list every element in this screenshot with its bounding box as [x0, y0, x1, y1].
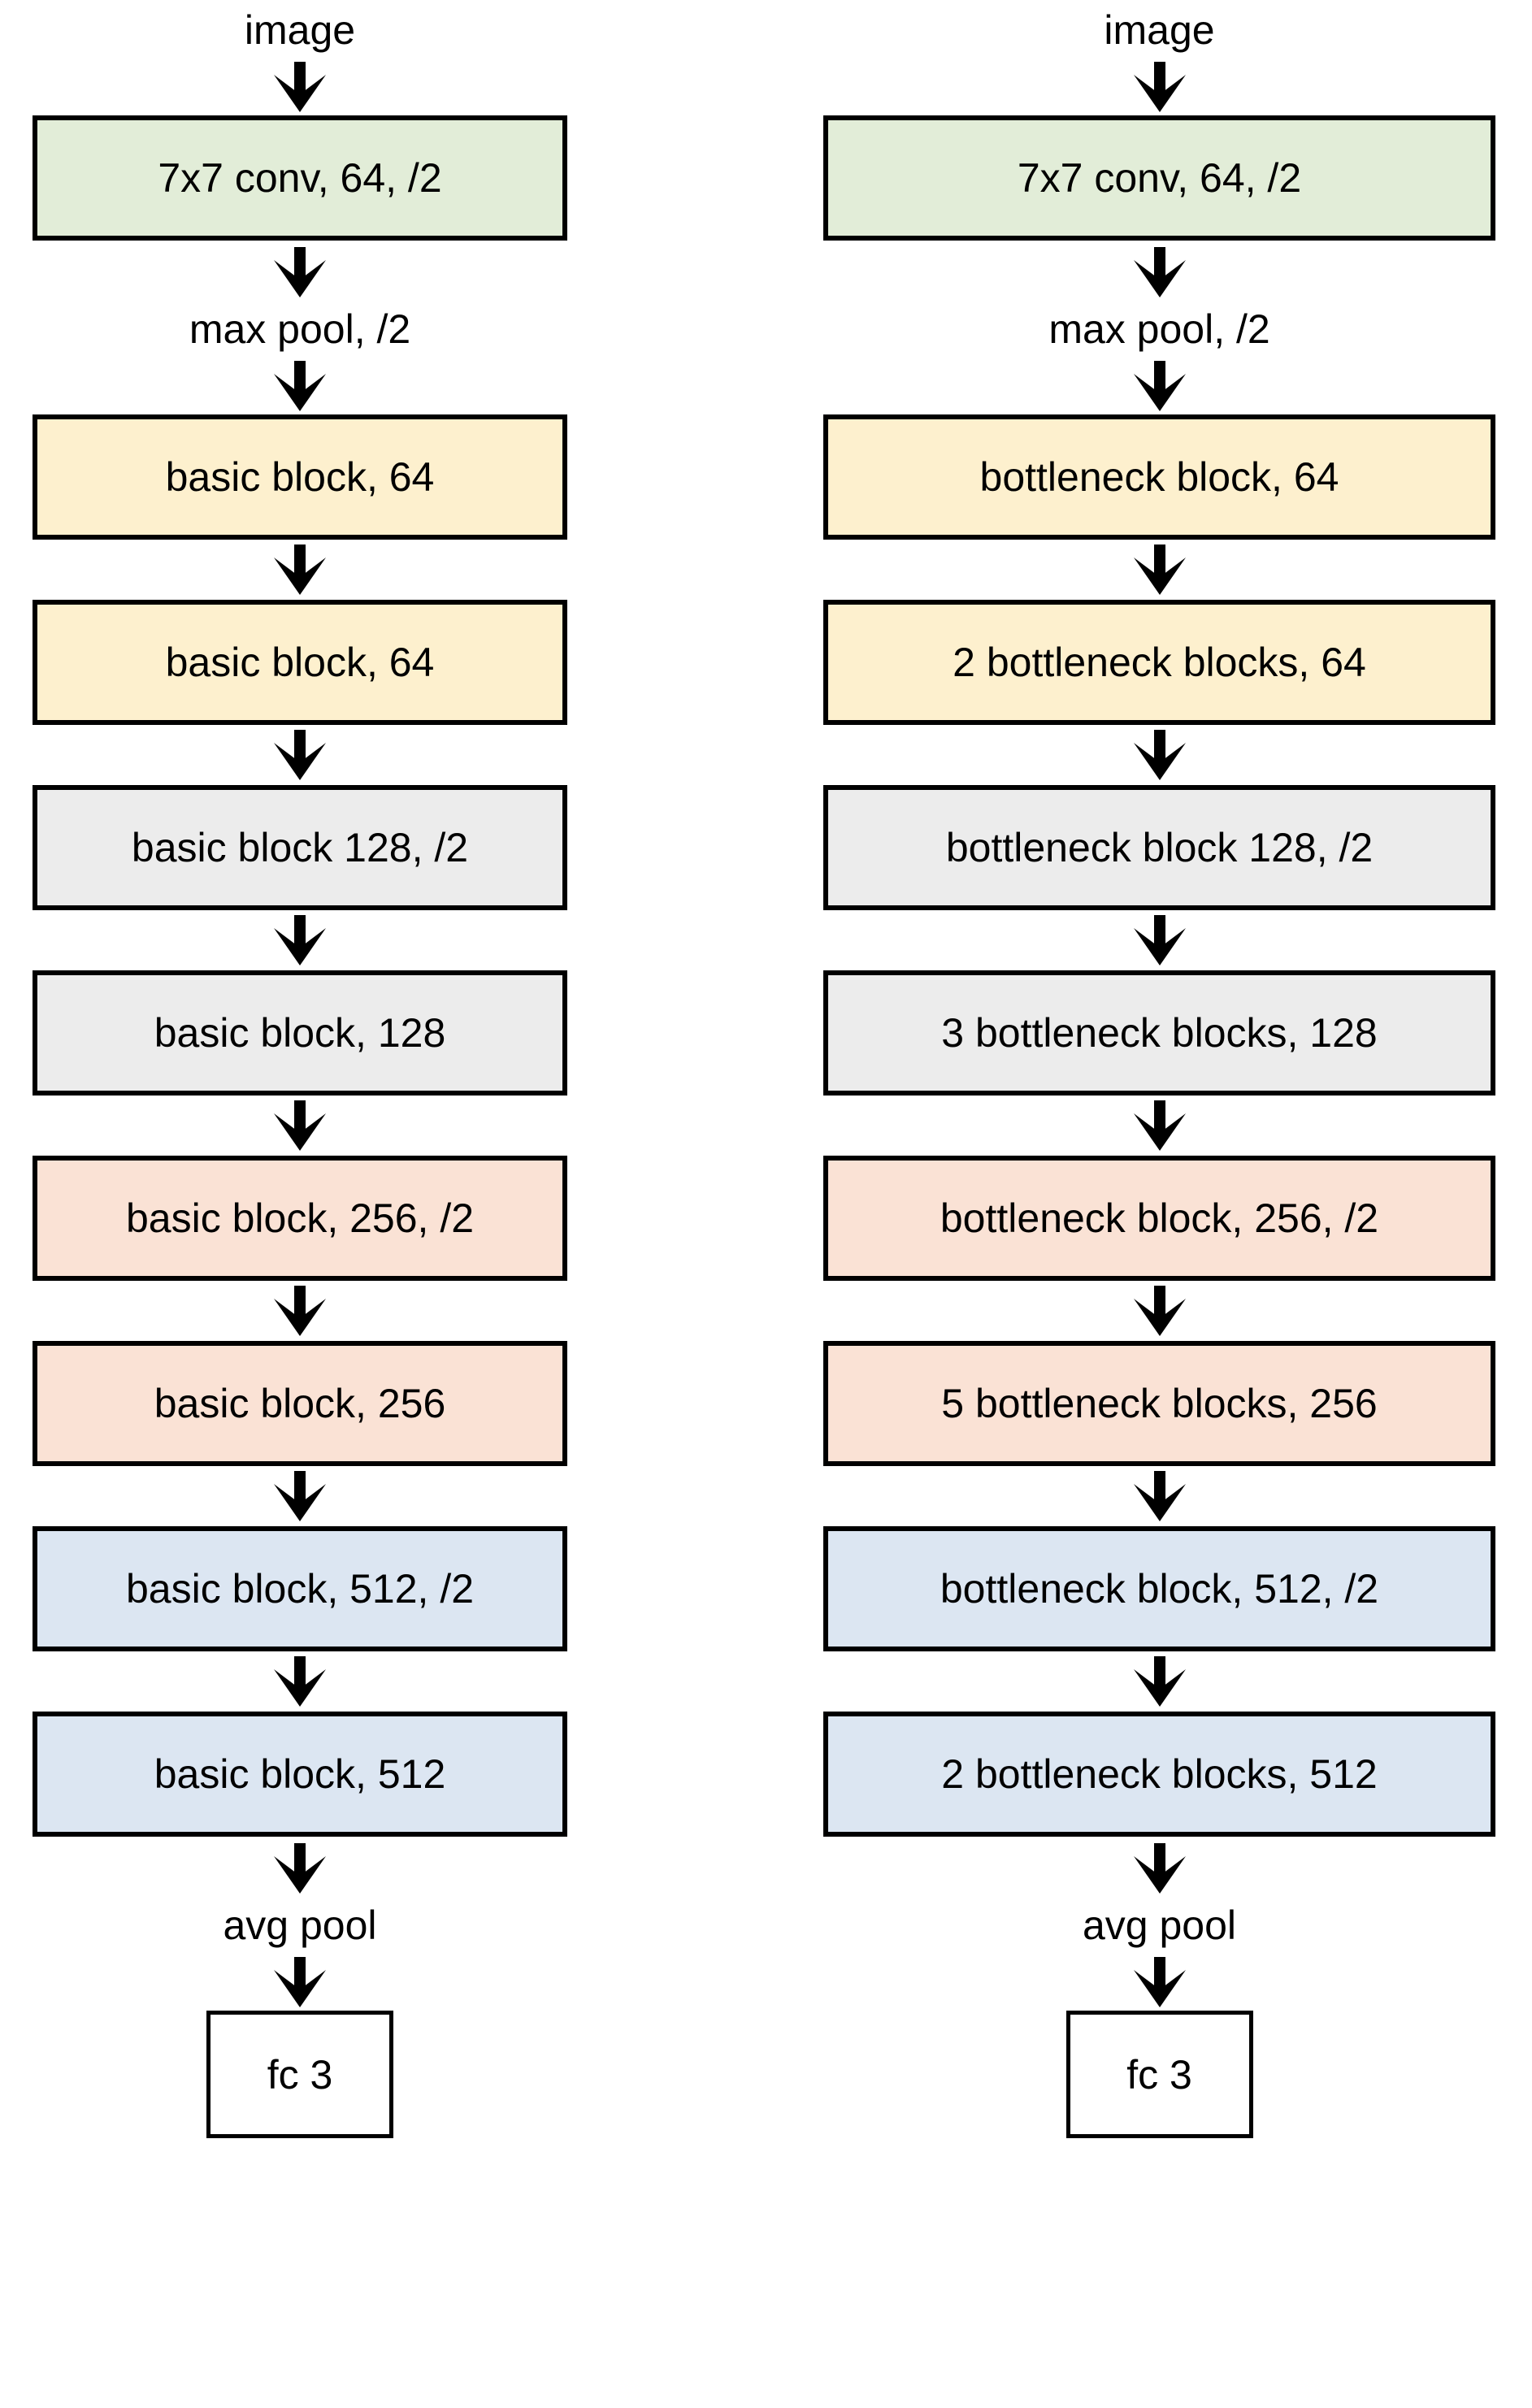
down-arrow-icon — [823, 730, 1495, 780]
block-2-bottleneck-blocks-64: 2 bottleneck blocks, 64 — [823, 600, 1495, 725]
down-arrow-icon — [33, 1656, 567, 1707]
down-arrow-icon — [33, 62, 567, 112]
flow-label-avg-pool: avg pool — [223, 1903, 377, 1948]
block-bottleneck-block-128-2: bottleneck block 128, /2 — [823, 785, 1495, 910]
block-fc-3: fc 3 — [1065, 2011, 1253, 2138]
block-fc-3: fc 3 — [206, 2011, 393, 2138]
block-bottleneck-block-64: bottleneck block, 64 — [823, 414, 1495, 540]
block-3-bottleneck-blocks-128: 3 bottleneck blocks, 128 — [823, 970, 1495, 1096]
down-arrow-icon — [823, 247, 1495, 297]
down-arrow-icon — [823, 915, 1495, 965]
down-arrow-icon — [33, 361, 567, 411]
block-basic-block-128-2: basic block 128, /2 — [33, 785, 567, 910]
block-basic-block-128: basic block, 128 — [33, 970, 567, 1096]
flow-label-image: image — [1104, 7, 1215, 53]
block-basic-block-256: basic block, 256 — [33, 1341, 567, 1466]
block-basic-block-512-2: basic block, 512, /2 — [33, 1526, 567, 1651]
down-arrow-icon — [33, 730, 567, 780]
block-bottleneck-block-256-2: bottleneck block, 256, /2 — [823, 1156, 1495, 1281]
block-basic-block-256-2: basic block, 256, /2 — [33, 1156, 567, 1281]
down-arrow-icon — [33, 545, 567, 595]
down-arrow-icon — [33, 1286, 567, 1336]
down-arrow-icon — [823, 361, 1495, 411]
down-arrow-icon — [33, 247, 567, 297]
block-basic-block-64: basic block, 64 — [33, 414, 567, 540]
block-basic-block-64: basic block, 64 — [33, 600, 567, 725]
down-arrow-icon — [33, 1843, 567, 1894]
flow-label-avg-pool: avg pool — [1082, 1903, 1237, 1948]
block-2-bottleneck-blocks-512: 2 bottleneck blocks, 512 — [823, 1712, 1495, 1837]
flow-label-max-pool-2: max pool, /2 — [1048, 306, 1270, 352]
down-arrow-icon — [823, 1471, 1495, 1521]
down-arrow-icon — [823, 1656, 1495, 1707]
block-bottleneck-block-512-2: bottleneck block, 512, /2 — [823, 1526, 1495, 1651]
flow-label-max-pool-2: max pool, /2 — [189, 306, 411, 352]
flow-label-image: image — [244, 7, 356, 53]
down-arrow-icon — [823, 62, 1495, 112]
block-5-bottleneck-blocks-256: 5 bottleneck blocks, 256 — [823, 1341, 1495, 1466]
down-arrow-icon — [823, 545, 1495, 595]
down-arrow-icon — [33, 1471, 567, 1521]
block-basic-block-512: basic block, 512 — [33, 1712, 567, 1837]
basic-block-network: image 7x7 conv, 64, /2 max pool, /2 basic b… — [0, 0, 600, 2138]
bottleneck-block-network: image 7x7 conv, 64, /2 max pool, /2 bottlen… — [600, 0, 1532, 2138]
down-arrow-icon — [823, 1843, 1495, 1894]
block-7x7-conv-64-2: 7x7 conv, 64, /2 — [823, 115, 1495, 241]
down-arrow-icon — [33, 1957, 567, 2007]
down-arrow-icon — [33, 915, 567, 965]
down-arrow-icon — [823, 1286, 1495, 1336]
down-arrow-icon — [823, 1957, 1495, 2007]
down-arrow-icon — [823, 1100, 1495, 1151]
block-7x7-conv-64-2: 7x7 conv, 64, /2 — [33, 115, 567, 241]
down-arrow-icon — [33, 1100, 567, 1151]
